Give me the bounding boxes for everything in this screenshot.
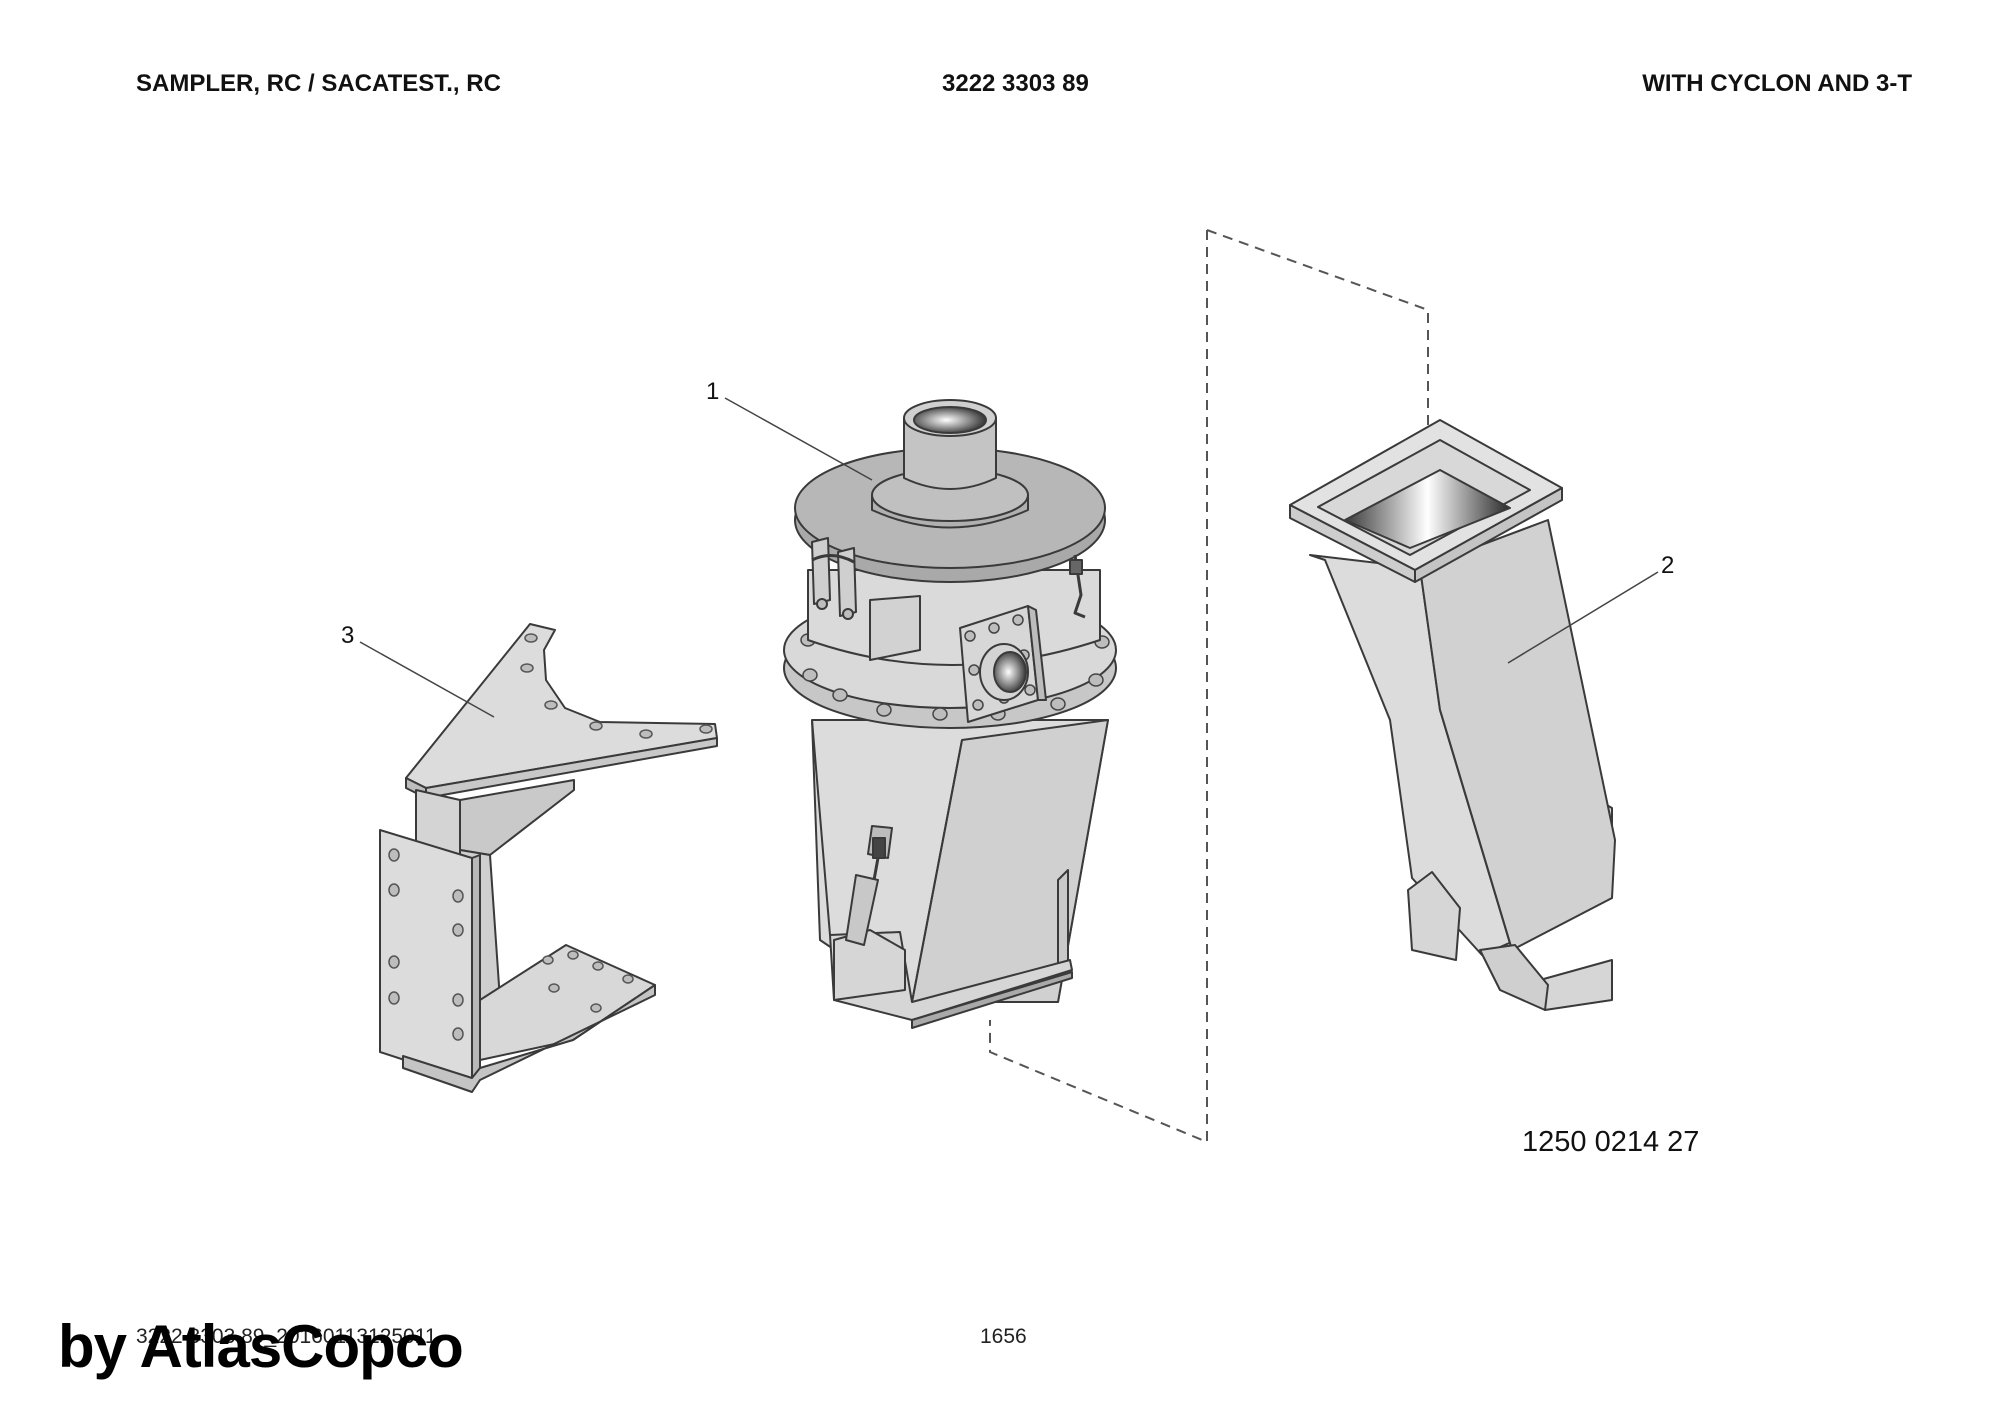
page-title: SAMPLER, RC / SACATEST., RC (136, 70, 501, 97)
assembly-dashed-line-lower (989, 230, 1208, 1144)
page-subtitle: WITH CYCLON AND 3-T (1642, 70, 1912, 97)
cyclone-part-1 (783, 399, 1117, 1029)
leader-line-3 (359, 641, 495, 718)
part-number-label: 1250 0214 27 (1522, 1126, 1700, 1158)
footer-page-number: 1656 (980, 1325, 1027, 1348)
hopper-part-2 (1289, 419, 1616, 1011)
document-number: 3222 3303 89 (942, 70, 1089, 97)
callout-item-2: 2 (1661, 552, 1675, 579)
publisher-watermark: by AtlasCopco (58, 1313, 464, 1380)
support-bracket-part-3 (379, 623, 718, 1093)
leader-line-2 (1507, 571, 1659, 664)
callout-item-1: 1 (706, 378, 720, 405)
leader-line-1 (724, 397, 873, 481)
callout-item-3: 3 (341, 622, 355, 649)
footer-document-code: 3222 3303 89_20160113125011 (136, 1325, 437, 1348)
